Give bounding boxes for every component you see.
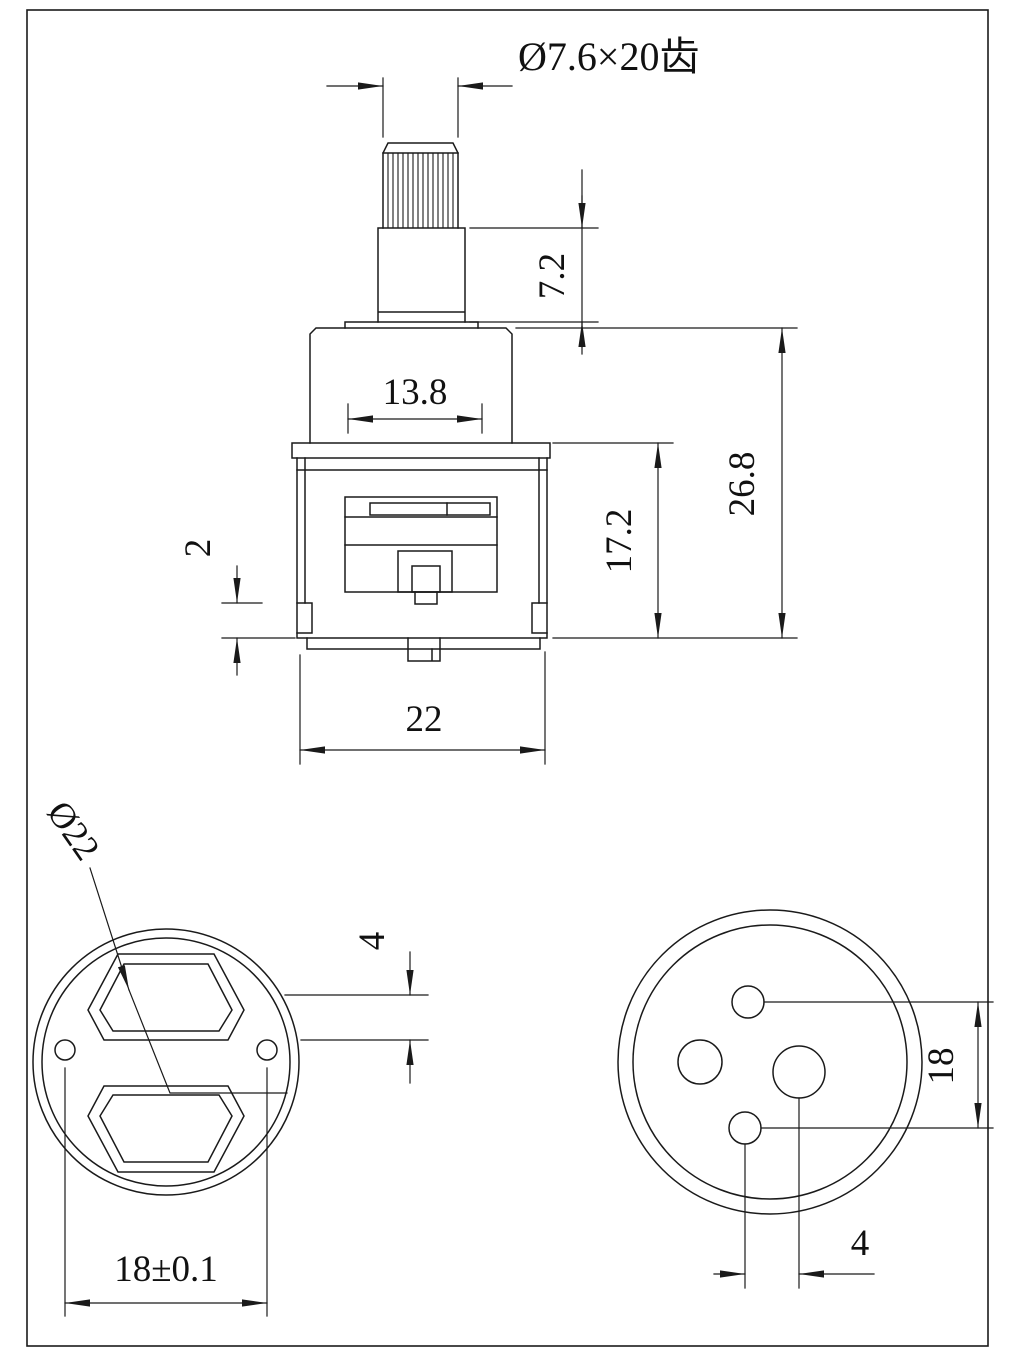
spline-stem [382, 142, 459, 229]
right-port-hole [772, 1045, 826, 1099]
dim-total-height-lines [515, 327, 798, 639]
extension-lines [382, 77, 459, 138]
bottom-alignment-tab [407, 637, 441, 662]
upper-body [309, 327, 513, 444]
extension-lines [469, 227, 599, 323]
mechanism-center-insert [411, 565, 441, 593]
dim-body-width-label: 22 [406, 699, 443, 740]
leader-tail [128, 989, 288, 1094]
stem-outline [377, 227, 466, 323]
upper-body-outline [309, 327, 513, 444]
extension-lines [744, 1097, 800, 1289]
extension-lines [284, 994, 429, 1041]
dimension-labels: Ø7.6×20齿 7.2 13.8 17.2 26.8 2 22 Ø22 4 1… [39, 34, 962, 1290]
dim-hole-offset-lines [713, 1097, 875, 1289]
dim-lip-height-label: 2 [178, 539, 219, 558]
dim-total-height-label: 26.8 [722, 452, 763, 517]
lower-body-outline [296, 457, 548, 639]
dim-diameter-label: Ø22 [39, 794, 107, 868]
dim-spline-label: Ø7.6×20齿 [518, 34, 699, 79]
lower-port-inner [99, 1094, 233, 1163]
spline-outline [382, 142, 459, 229]
dim-lip-height-lines [221, 565, 296, 676]
bottom-inner-circle [632, 924, 908, 1200]
dim-body-height-label: 17.2 [599, 509, 640, 574]
lower-body [296, 457, 548, 662]
dim-stem-height-lines [469, 169, 599, 355]
dim-port-depth-lines [284, 951, 429, 1084]
top-port-hole [731, 985, 765, 1019]
lower-port-outer [87, 1085, 245, 1173]
bottom-notches [296, 602, 548, 634]
dim-stem-height-label: 7.2 [532, 253, 573, 299]
dim-lug-spacing-lines [64, 1067, 268, 1317]
dim-diameter-leader [89, 867, 288, 1094]
extension-lines [760, 1001, 994, 1129]
bottom-port-hole [728, 1111, 762, 1145]
upper-port-inner [99, 963, 233, 1032]
inner-rim-circle [41, 937, 291, 1187]
right-lug-hole [256, 1039, 278, 1061]
mechanism-center-block [397, 550, 453, 593]
bottom-outer-circle [617, 909, 923, 1215]
dim-spline-lines [326, 77, 513, 138]
mechanism-lower-tab [414, 591, 438, 605]
flange-outline [291, 442, 551, 459]
dim-inner-width-lines [347, 403, 483, 434]
stem-collar [344, 321, 479, 329]
lower-body-inner-walls [304, 457, 540, 604]
bottom-view [617, 909, 923, 1215]
dim-lug-spacing-label: 18±0.1 [114, 1249, 218, 1290]
left-port-hole [677, 1039, 723, 1085]
dim-port-depth-label: 4 [352, 932, 393, 951]
sheet-border [26, 9, 989, 1347]
right-notch [531, 602, 548, 634]
extension-lines [64, 1067, 268, 1317]
bottom-plate-outline [306, 637, 541, 650]
extension-lines [299, 651, 546, 765]
extension-lines [221, 602, 296, 639]
dimension-linework [64, 77, 994, 1317]
dim-inner-width-label: 13.8 [383, 372, 448, 413]
left-lug-hole [54, 1039, 76, 1061]
dim-hole-spacing-lines [760, 1001, 994, 1129]
drawing-linework [32, 77, 994, 1317]
stem [344, 227, 479, 329]
dim-hole-offset-label: 4 [851, 1223, 870, 1264]
top-view [32, 928, 300, 1196]
spline-knurl-lines [387, 152, 454, 229]
leader-line [89, 867, 130, 991]
outer-rim-circle [32, 928, 300, 1196]
left-notch [296, 602, 313, 634]
dim-body-width-lines [299, 651, 546, 765]
bottom-plate [306, 637, 541, 662]
flange [291, 442, 551, 459]
mechanism-shelves [344, 516, 498, 546]
internal-mechanism [344, 496, 498, 605]
dim-hole-spacing-label: 18 [921, 1048, 962, 1085]
front-view [291, 142, 551, 662]
dim-body-height-lines [552, 442, 674, 639]
mechanism-slide-bar [369, 502, 491, 516]
